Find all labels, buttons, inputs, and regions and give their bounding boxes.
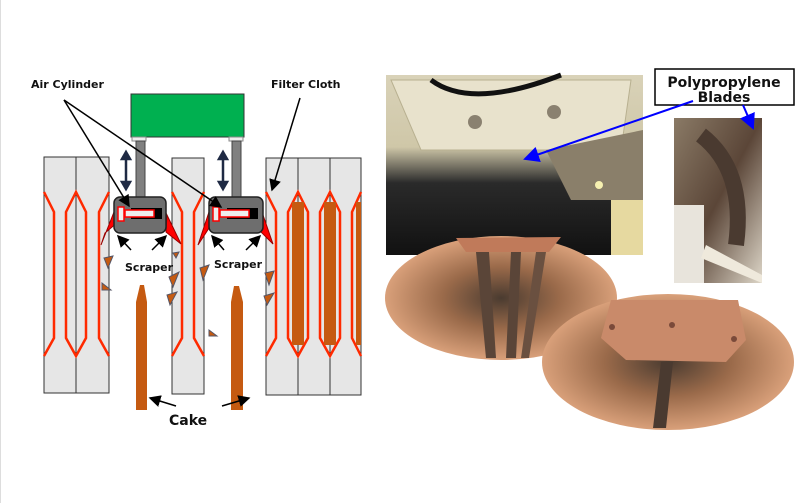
up-down-arrow-icon — [119, 149, 230, 192]
label-filter-cloth: Filter Cloth — [271, 78, 341, 91]
pointer-arrows — [63, 97, 301, 407]
cake-falling — [136, 285, 243, 410]
callout-line2: Blades — [698, 90, 751, 106]
photo-scraper-underside — [386, 72, 643, 255]
callout-box — [654, 68, 795, 106]
label-scraper-left: Scraper — [125, 261, 174, 274]
label-air-cylinder: Air Cylinder — [31, 78, 104, 91]
drive-unit — [130, 93, 245, 138]
cake-fragments — [101, 251, 276, 337]
photo-blades-side — [674, 118, 762, 283]
photo-blades-oval-right — [542, 294, 794, 430]
air-cylinder-left — [100, 196, 182, 246]
blue-pointer-arrows — [523, 100, 755, 162]
cake-in-chambers — [292, 202, 361, 345]
air-cylinder-right — [197, 196, 274, 246]
filter-cloths — [42, 189, 363, 359]
label-scraper-right: Scraper — [214, 258, 263, 271]
rod-mount-left — [131, 136, 147, 142]
rod-right — [231, 140, 242, 199]
rod-mount-right — [228, 136, 244, 142]
callout-line1: Polypropylene — [667, 75, 780, 91]
label-cake: Cake — [169, 413, 207, 429]
